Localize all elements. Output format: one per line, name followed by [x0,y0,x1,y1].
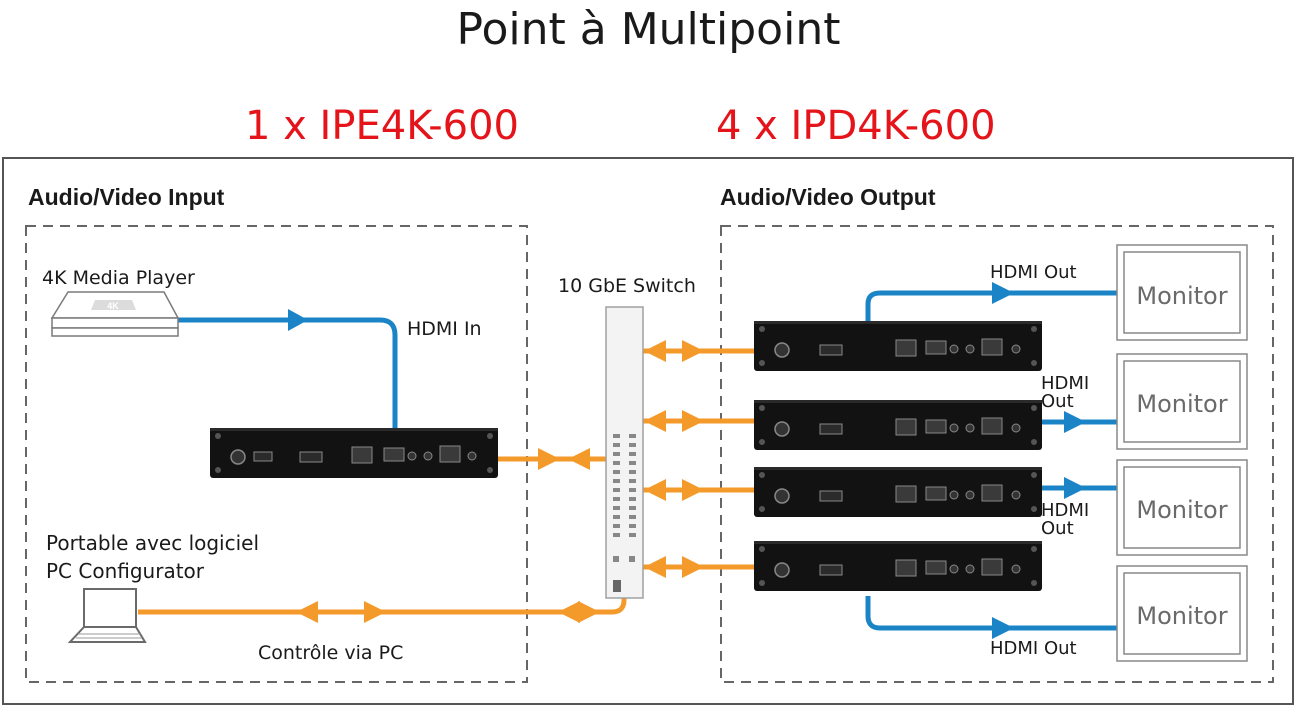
hdmi-out-arrow-1 [992,282,1014,304]
input-section-title: Audio/Video Input [28,184,225,210]
output-section-frame [720,225,1274,683]
monitor-frames [1116,244,1248,662]
hdmi-in-label: HDMI In [407,318,482,340]
hdmi-out-cable-1 [865,290,1117,323]
switch-ports [613,434,636,592]
output-section-title: Audio/Video Output [720,184,936,210]
hdmi-out-label-4: HDMI Out [990,638,1077,659]
monitor-label-1: Monitor [1136,282,1228,310]
hdmi-out-arrow-4 [992,617,1014,639]
hdmi-out-arrow-2 [1064,411,1086,433]
decoder-devices [754,321,1042,591]
hdmi-out-label-3b: Out [1041,518,1074,539]
laptop-label-line1: Portable avec logiciel [46,531,260,555]
page-title: Point à Multipoint [456,4,841,55]
laptop-label-line2: PC Configurator [46,559,205,583]
media-player-icon: 4K [50,291,180,337]
hdmi-out-cable-4 [865,596,1117,631]
monitor-label-4: Monitor [1136,602,1228,630]
control-cable [138,598,627,615]
hdmi-in-arrow [288,309,308,331]
input-section-frame [25,225,528,683]
encoder-model-label: 1 x IPE4K-600 [245,103,520,149]
monitor-label-3: Monitor [1136,496,1228,524]
decoder-device-4 [754,541,1042,591]
decoder-device-3 [754,467,1042,517]
decoder-model-label: 4 x IPD4K-600 [716,103,996,149]
decoder-device-1 [754,321,1042,371]
network-switch [605,306,644,599]
encoder-device [210,428,498,478]
hdmi-out-label-3a: HDMI [1041,500,1090,521]
hdmi-in-cable [178,317,398,432]
media-player-label: 4K Media Player [42,267,195,289]
control-label: Contrôle via PC [258,642,404,664]
hdmi-out-label-1: HDMI Out [990,262,1077,283]
hdmi-out-label-2a: HDMI [1041,373,1090,394]
outer-frame [2,157,1294,705]
monitor-label-2: Monitor [1136,390,1228,418]
switch-label: 10 GbE Switch [558,275,696,297]
decoder-device-2 [754,400,1042,450]
media-player-badge: 4K [107,301,119,311]
hdmi-out-arrow-3 [1064,477,1086,499]
laptop-icon [67,588,147,643]
hdmi-out-label-2b: Out [1041,391,1074,412]
